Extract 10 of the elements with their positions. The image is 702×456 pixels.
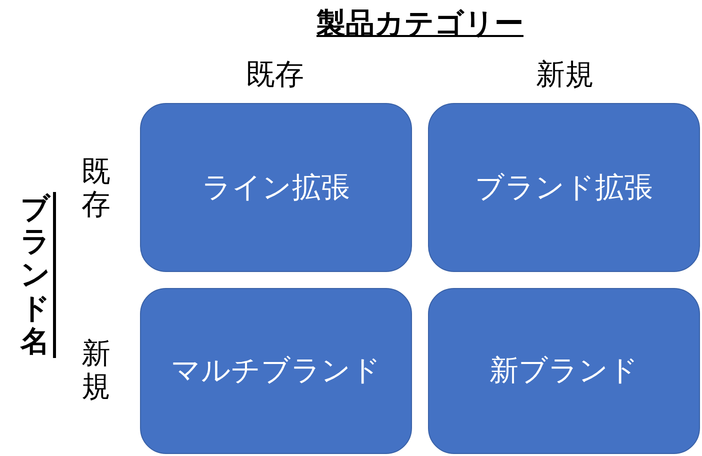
row-header: 新規 (82, 336, 110, 404)
category-box: ライン拡張 (140, 103, 412, 272)
row-header: 既存 (82, 154, 110, 222)
category-box: ブランド拡張 (428, 103, 700, 272)
category-box: マルチブランド (140, 288, 412, 454)
column-header: 既存 (246, 56, 304, 93)
axis-title: ブランド名 (20, 192, 56, 358)
category-box: 新ブランド (428, 288, 700, 454)
column-header: 新規 (536, 56, 594, 93)
axis-title: 製品カテゴリー (316, 5, 524, 42)
